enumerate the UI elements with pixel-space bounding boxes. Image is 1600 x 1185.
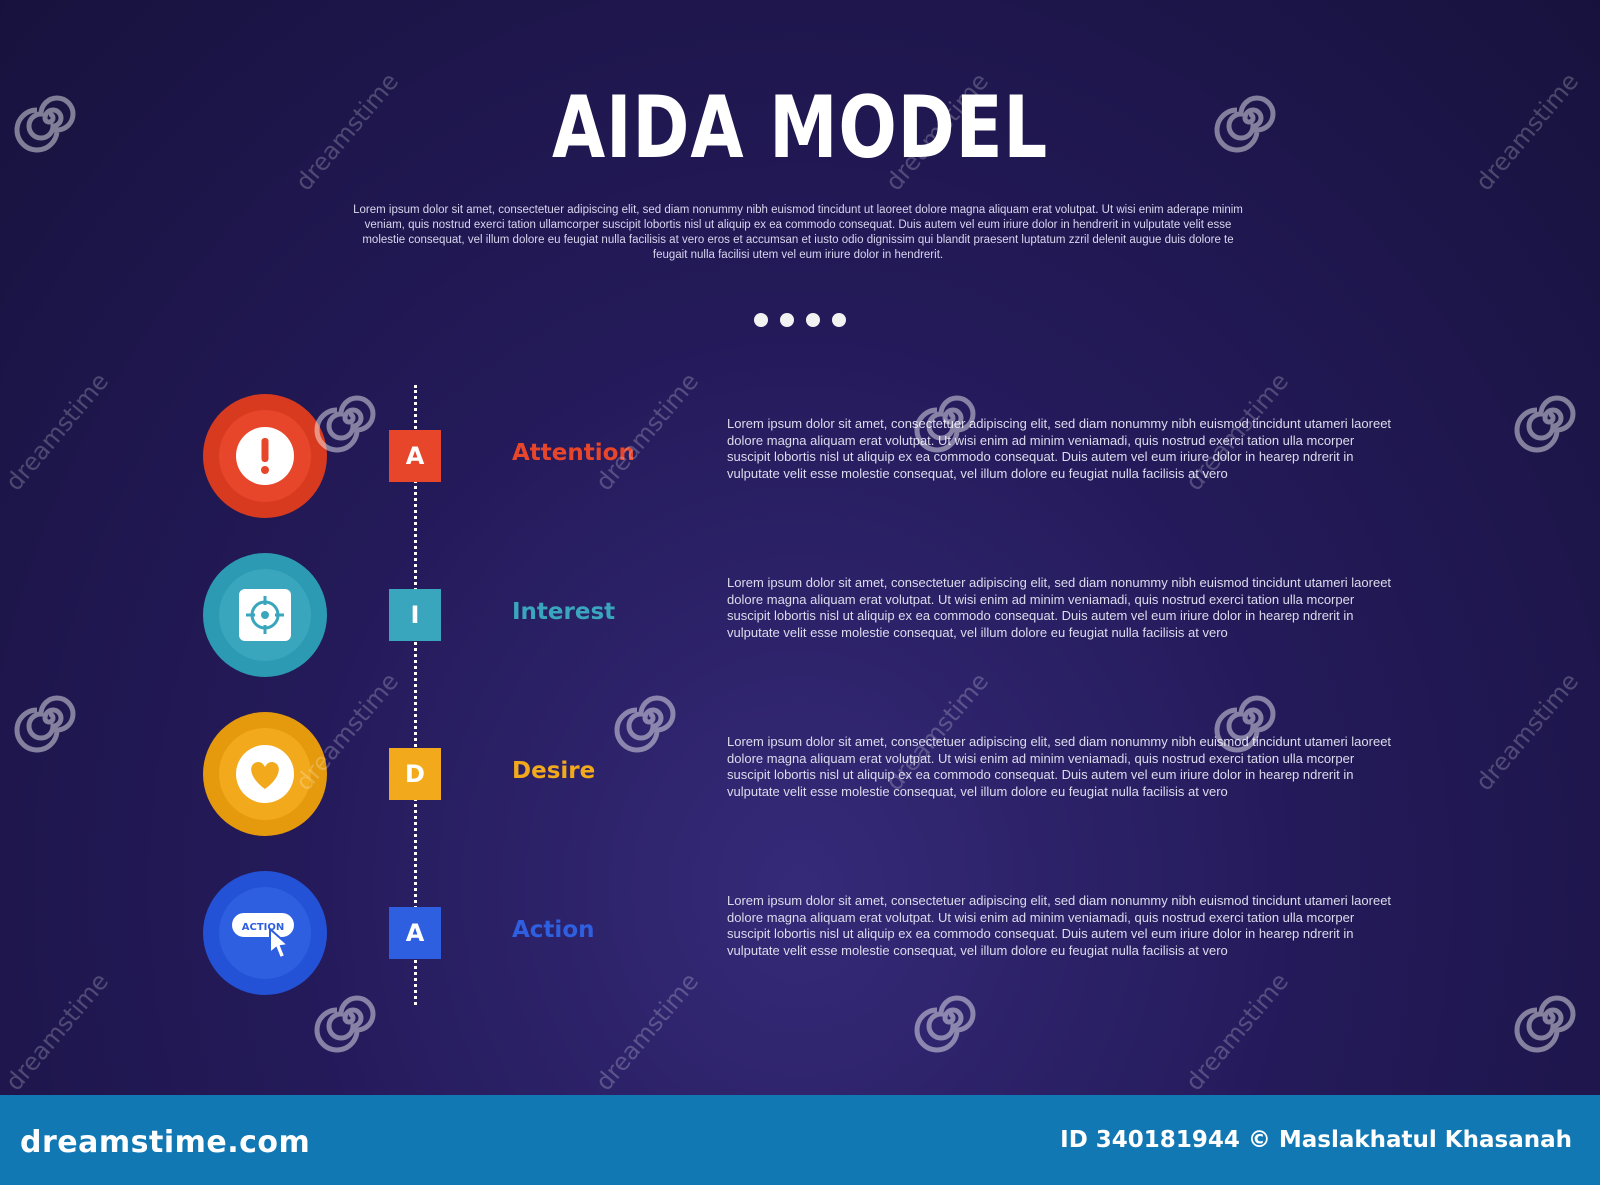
spiral-icon — [914, 395, 976, 453]
step-desire: D Desire Lorem ipsum dolor sit amet, con… — [0, 712, 1600, 842]
step-description: Lorem ipsum dolor sit amet, consectetuer… — [727, 416, 1392, 481]
step-label: Action — [512, 917, 595, 943]
step-label: Interest — [512, 599, 616, 625]
spiral-icon — [1514, 995, 1576, 1053]
spiral-icon — [1214, 695, 1276, 753]
timeline-dotted-line — [414, 385, 417, 1005]
spiral-icon — [1214, 95, 1276, 153]
dot — [754, 313, 768, 327]
step-attention: A Attention Lorem ipsum dolor sit amet, … — [0, 394, 1600, 524]
step-label: Desire — [512, 758, 596, 784]
step-description: Lorem ipsum dolor sit amet, consectetuer… — [727, 893, 1392, 958]
heart-icon — [236, 745, 294, 803]
action-button-cursor-icon: ACTION — [232, 913, 294, 960]
step-letter: A — [389, 430, 441, 482]
spiral-icon — [14, 95, 76, 153]
step-letter: D — [389, 748, 441, 800]
spiral-icon — [1514, 395, 1576, 453]
page-title: AIDA MODEL — [551, 78, 1049, 178]
step-letter: A — [389, 907, 441, 959]
spiral-icon — [314, 995, 376, 1053]
step-label: Attention — [512, 440, 635, 466]
step-circle — [203, 712, 327, 836]
step-description: Lorem ipsum dolor sit amet, consectetuer… — [727, 734, 1392, 799]
dot — [832, 313, 846, 327]
step-action: ACTION A Action Lorem ipsum dolor sit am… — [0, 871, 1600, 1001]
spiral-icon — [314, 395, 376, 453]
footer-brand[interactable]: dreamstime.com — [20, 1125, 311, 1160]
intro-text: Lorem ipsum dolor sit amet, consectetuer… — [353, 204, 1243, 261]
step-interest: I Interest Lorem ipsum dolor sit amet, c… — [0, 553, 1600, 683]
watermark-text: dreamstime — [1470, 67, 1585, 196]
exclamation-icon — [236, 427, 294, 485]
step-circle: ACTION — [203, 871, 327, 995]
step-description: Lorem ipsum dolor sit amet, consectetuer… — [727, 575, 1392, 640]
spiral-icon — [914, 995, 976, 1053]
step-letter: I — [389, 589, 441, 641]
target-icon — [239, 589, 291, 641]
footer-bar: dreamstime.com ID 340181944 © Maslakhatu… — [0, 1095, 1600, 1185]
pagination-dots — [0, 313, 1600, 332]
step-circle — [203, 553, 327, 677]
spiral-icon — [14, 695, 76, 753]
dot — [806, 313, 820, 327]
dot — [780, 313, 794, 327]
action-icon-text: ACTION — [242, 922, 285, 933]
step-circle — [203, 394, 327, 518]
footer-credit: ID 340181944 © Maslakhatul Khasanah — [1060, 1127, 1572, 1153]
spiral-icon — [614, 695, 676, 753]
